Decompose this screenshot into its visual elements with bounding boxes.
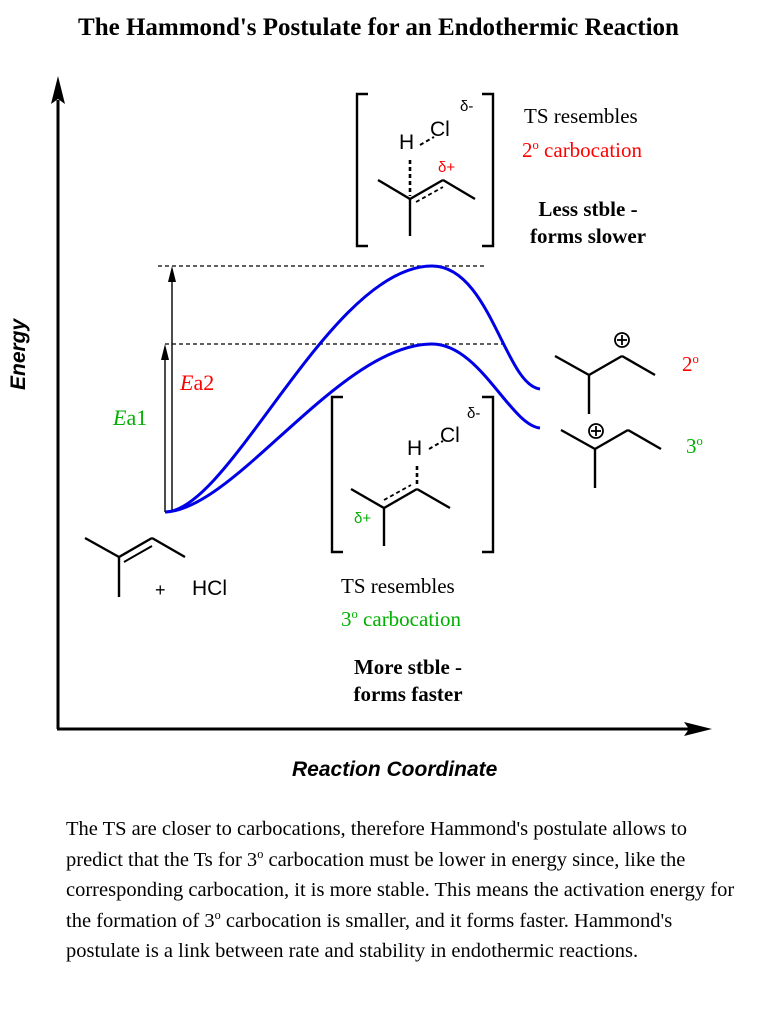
ts-upper-h-atom: H — [399, 131, 415, 154]
y-axis-label: Energy — [7, 318, 30, 390]
ts-lower-delta-minus: δ- — [467, 405, 481, 422]
ts-upper-cl-atom: Cl — [430, 118, 450, 141]
page-title: The Hammond's Postulate for an Endotherm… — [78, 14, 679, 41]
ts-lower-stability-note: More stble -forms faster — [353, 655, 463, 706]
x-axis — [57, 722, 712, 736]
ts-upper-delta-plus: δ+ — [438, 159, 456, 176]
y-axis-arrow-icon — [51, 76, 65, 104]
reactant-alkene — [84, 536, 186, 597]
x-axis-arrow-icon — [684, 722, 712, 736]
ts-lower-structure — [330, 395, 495, 554]
x-axis-label: Reaction Coordinate — [292, 758, 498, 781]
ts-upper-delta-minus: δ- — [460, 98, 474, 115]
product-3-degree-label: 3o — [686, 433, 703, 458]
hcl-label: HCl — [192, 577, 227, 600]
ts-upper-line2: 2o carbocation — [522, 137, 642, 162]
y-axis — [51, 76, 65, 729]
ea1-label: Ea1 — [113, 405, 148, 430]
product-2-degree-structure — [554, 332, 656, 414]
ea2-label: Ea2 — [180, 370, 215, 395]
ea2-arrow — [168, 266, 176, 512]
ts-upper-structure — [355, 92, 495, 248]
ts-lower-cl-atom: Cl — [440, 424, 460, 447]
ts-lower-delta-plus: δ+ — [354, 510, 372, 527]
curve-2-degree — [164, 264, 541, 514]
description-paragraph: The TS are closer to carbocations, there… — [66, 818, 735, 962]
ts-upper-stability-note: Less stble -forms slower — [529, 197, 647, 248]
ts-lower-h-atom: H — [407, 437, 423, 460]
ea1-arrow — [161, 344, 169, 512]
ts-upper-line1: TS resembles — [524, 104, 638, 128]
ts-lower-line2: 3o carbocation — [341, 606, 461, 631]
product-3-degree-structure — [560, 423, 662, 488]
ts-lower-line1: TS resembles — [341, 574, 455, 598]
product-2-degree-label: 2o — [682, 351, 699, 376]
plus-sign: + — [155, 580, 166, 600]
curve-3-degree — [164, 342, 541, 514]
